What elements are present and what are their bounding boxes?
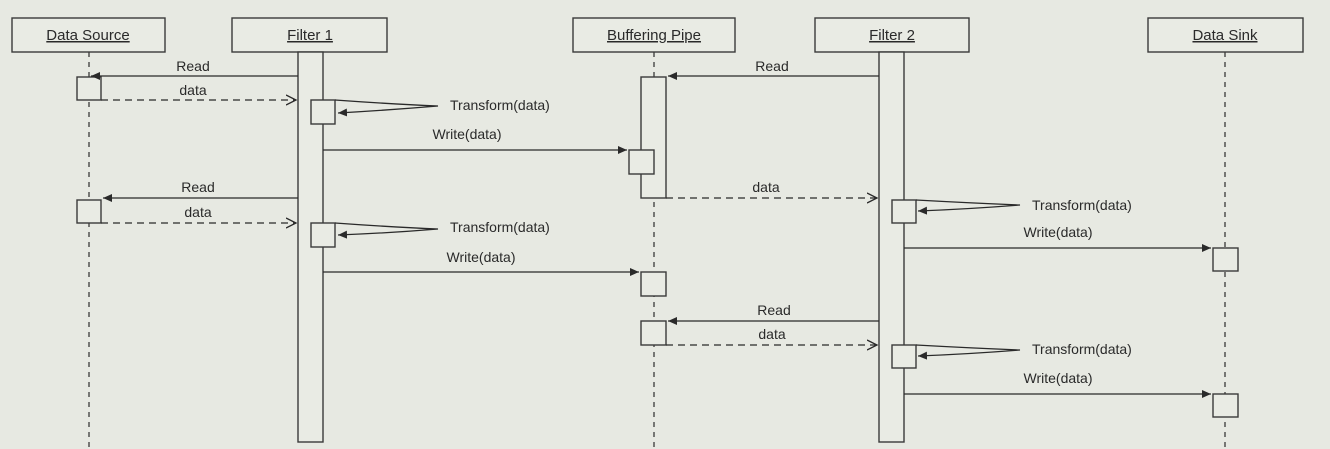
activation-box-filter-1-transform-1	[310, 99, 336, 125]
message-label-f1-read-2: Read	[181, 179, 214, 195]
self-call-f1-transform-1	[334, 99, 439, 117]
message-label-f2-transform-2: Transform(data)	[1032, 341, 1132, 357]
object-data-sink: Data Sink	[1147, 17, 1304, 53]
message-label-f1-transform-2: Transform(data)	[450, 219, 550, 235]
object-data-source: Data Source	[11, 17, 166, 53]
activation-bar-filter-2	[878, 51, 905, 443]
object-filter-1: Filter 1	[231, 17, 388, 53]
activation-box-filter-2-transform-1	[891, 199, 917, 224]
self-call-f2-transform-2	[915, 344, 1021, 360]
activation-box-filter-2-transform-2	[891, 344, 917, 369]
message-label-f2-read-1: Read	[755, 58, 788, 74]
message-label-f1-transform-1: Transform(data)	[450, 97, 550, 113]
object-title-filter-1: Filter 1	[287, 27, 333, 44]
self-call-f2-transform-1	[915, 199, 1021, 215]
activation-box-pipe-write-1	[628, 149, 655, 175]
activation-box-data-source-2	[76, 199, 102, 224]
message-label-f1-write-1: Write(data)	[433, 126, 502, 142]
message-label-f2-data-2: data	[758, 326, 785, 342]
activation-bar-buffering-pipe	[640, 76, 667, 199]
activation-box-pipe-write-2	[640, 271, 667, 297]
message-label-f1-read-1: Read	[176, 58, 209, 74]
activation-box-data-source-1	[76, 76, 102, 101]
object-buffering-pipe: Buffering Pipe	[572, 17, 736, 53]
activation-box-filter-1-transform-2	[310, 222, 336, 248]
message-label-f2-write-1: Write(data)	[1024, 224, 1093, 240]
message-label-f2-read-2: Read	[757, 302, 790, 318]
object-filter-2: Filter 2	[814, 17, 970, 53]
message-label-f1-data-1: data	[179, 82, 206, 98]
object-title-data-sink: Data Sink	[1192, 27, 1258, 44]
message-label-f2-data-1: data	[752, 179, 779, 195]
message-label-f1-write-2: Write(data)	[447, 249, 516, 265]
message-label-f2-write-2: Write(data)	[1024, 370, 1093, 386]
activation-box-sink-write-2	[1212, 393, 1239, 418]
activation-box-pipe-read-2	[640, 320, 667, 346]
object-title-filter-2: Filter 2	[869, 27, 915, 44]
object-title-data-source: Data Source	[46, 27, 129, 44]
self-call-f1-transform-2	[334, 222, 439, 239]
activation-box-sink-write-1	[1212, 247, 1239, 272]
message-label-f2-transform-1: Transform(data)	[1032, 197, 1132, 213]
object-title-buffering-pipe: Buffering Pipe	[607, 27, 701, 44]
message-label-f1-data-2: data	[184, 204, 211, 220]
